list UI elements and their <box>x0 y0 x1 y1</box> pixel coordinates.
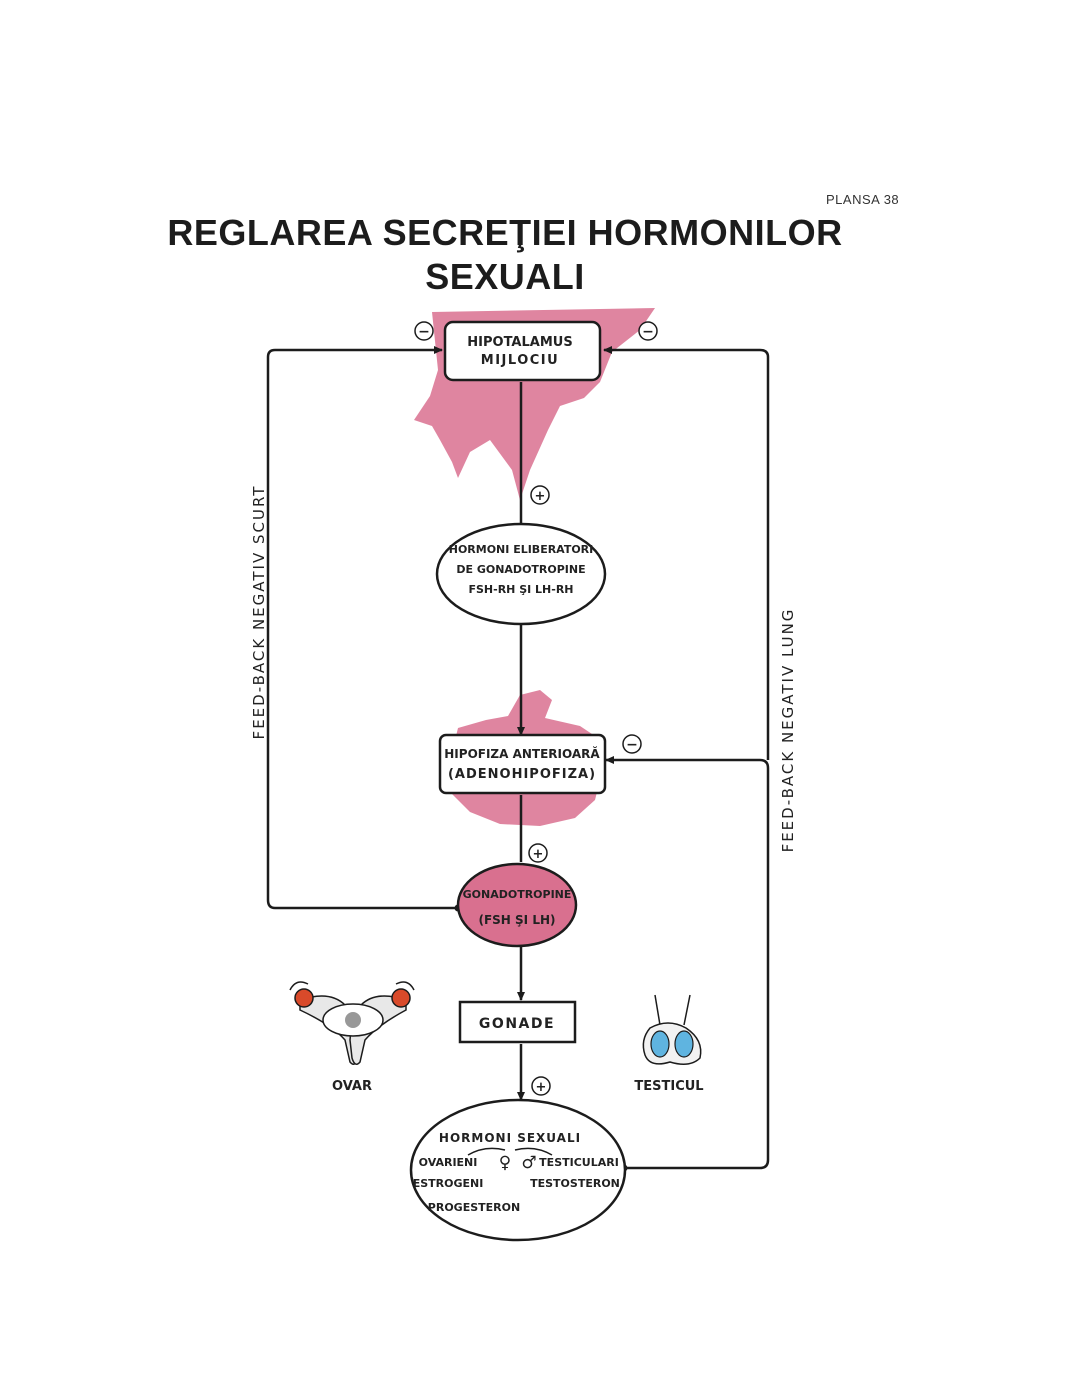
female-symbol: ♀ <box>499 1153 511 1173</box>
sex-hormones-title: HORMONI SEXUALI <box>439 1131 581 1145</box>
gonads-label: GONADE <box>479 1016 555 1032</box>
svg-text:+: + <box>536 1080 547 1095</box>
testicle-label: TESTICUL <box>634 1079 703 1094</box>
hypothalamus-label-2: MIJLOCIU <box>481 353 559 368</box>
diagram-title-line1: REGLAREA SECREŢIEI HORMONILOR <box>167 212 843 253</box>
short-feedback-line <box>266 346 458 910</box>
gonadotropins-label-2: (FSH ŞI LH) <box>478 913 555 927</box>
minus-sign-pituitary: − <box>622 734 642 754</box>
plate-number: PLANSA 38 <box>826 192 900 207</box>
gonadotropins-label-1: GONADOTROPINE <box>463 888 572 901</box>
pituitary-box <box>438 733 607 795</box>
testicle-illustration <box>642 994 702 1065</box>
long-feedback-line-upper <box>603 346 770 760</box>
hypothalamus-box <box>443 320 602 382</box>
releasing-hormones-label-2: DE GONADOTROPINE <box>456 563 585 576</box>
plus-sign-2: + <box>528 843 548 863</box>
ovarian-hormone-1: ESTROGENI <box>413 1177 484 1190</box>
hypothalamus-label-1: HIPOTALAMUS <box>467 335 572 350</box>
svg-text:−: − <box>418 324 430 340</box>
diagram-title-line2: SEXUALI <box>425 256 585 297</box>
minus-sign-right: − <box>638 321 658 341</box>
ovarian-hormone-2: PROGESTERON <box>428 1201 520 1214</box>
hormone-branch-arc <box>467 1147 553 1156</box>
releasing-hormones-label-3: FSH-RH ŞI LH-RH <box>468 583 573 596</box>
plus-sign-1: + <box>530 485 550 505</box>
svg-text:−: − <box>626 737 638 753</box>
pituitary-label-1: HIPOFIZA ANTERIOARĂ <box>444 746 600 761</box>
long-feedback-line <box>605 756 770 1170</box>
minus-sign-left: − <box>414 321 434 341</box>
pituitary-label-2: (ADENOHIPOFIZA) <box>448 767 596 782</box>
testicular-heading: TESTICULARI <box>539 1156 619 1169</box>
long-feedback-label: FEED-BACK NEGATIV LUNG <box>779 608 797 853</box>
short-feedback-label: FEED-BACK NEGATIV SCURT <box>250 485 268 740</box>
gonads-box <box>458 1000 577 1044</box>
svg-text:+: + <box>535 489 546 504</box>
svg-text:−: − <box>642 324 654 340</box>
ovary-illustration <box>289 981 415 1065</box>
svg-text:+: + <box>533 847 544 862</box>
releasing-hormones-node <box>435 522 607 626</box>
testicular-hormone-1: TESTOSTERON <box>530 1177 620 1190</box>
male-symbol: ♂ <box>521 1153 536 1173</box>
plus-sign-3: + <box>531 1076 551 1096</box>
ovarian-heading: OVARIENI <box>419 1156 478 1169</box>
ovary-label: OVAR <box>332 1079 372 1094</box>
releasing-hormones-label-1: HORMONI ELIBERATORI <box>449 543 594 556</box>
sex-hormones-node <box>409 1098 627 1242</box>
gonadotropins-node <box>456 862 578 948</box>
